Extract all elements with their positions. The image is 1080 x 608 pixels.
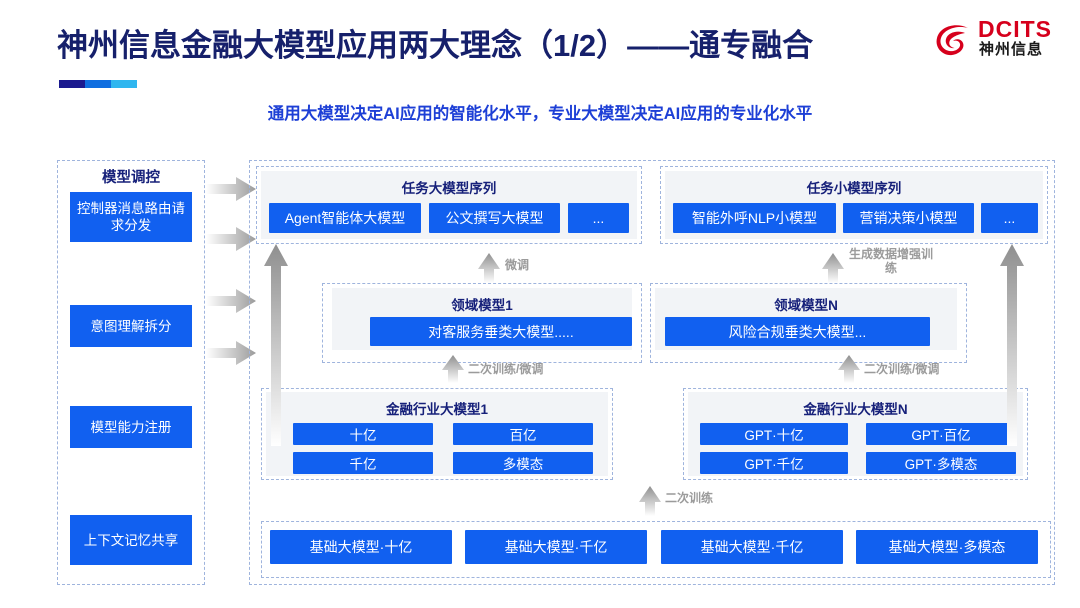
domain-model-n-item-label: 风险合规垂类大模型...: [728, 323, 867, 340]
task-big-model-1[interactable]: Agent智能体大模型: [269, 203, 421, 233]
base-model-1[interactable]: 基础大模型·十亿: [270, 530, 452, 564]
dcits-logo: DCITS 神州信息: [934, 16, 1066, 66]
task-small-model-2-label: 营销决策小模型: [859, 210, 958, 226]
flow-arrow-right-3: [206, 289, 256, 313]
flow-arrow-up-retrain-right: [838, 355, 860, 383]
flow-label-data-aug: 生成数据增强训练: [848, 247, 933, 275]
industry-model-1-frame: [261, 388, 613, 480]
task-small-model-1[interactable]: 智能外呼NLP小模型: [673, 203, 836, 233]
flow-arrow-up-fine-tune: [478, 253, 500, 283]
sidebar-item-controller-dispatch[interactable]: 控制器消息路由请求分发: [70, 192, 192, 242]
industry-model-1-item-3-label: 千亿: [349, 457, 377, 472]
task-big-model-more-label: ...: [592, 210, 605, 226]
industry-model-1-item-3[interactable]: 千亿: [293, 452, 433, 474]
base-model-4-label: 基础大模型·多模态: [888, 539, 1006, 555]
base-model-1-label: 基础大模型·十亿: [309, 539, 413, 555]
task-small-model-1-label: 智能外呼NLP小模型: [691, 210, 818, 226]
industry-model-n-item-4-label: GPT·多模态: [904, 457, 978, 472]
industry-model-1-title: 金融行业大模型1: [385, 402, 488, 417]
domain-model-1-item[interactable]: 对客服务垂类大模型.....: [370, 317, 632, 346]
task-big-model-2[interactable]: 公文撰写大模型: [429, 203, 560, 233]
sidebar-item-label: 上下文记忆共享: [83, 532, 179, 548]
industry-model-1-item-1[interactable]: 十亿: [293, 423, 433, 445]
domain-model-1-frame: [322, 283, 642, 363]
flow-arrow-right-2: [206, 227, 256, 251]
domain-model-n-frame: [650, 283, 967, 363]
task-small-sequence-title: 任务小模型序列: [806, 181, 902, 196]
rule-segment-dark: [59, 80, 85, 88]
industry-model-1-item-4[interactable]: 多模态: [453, 452, 593, 474]
industry-model-n-title: 金融行业大模型N: [803, 402, 908, 417]
sidebar-item-label: 控制器消息路由请求分发: [77, 201, 185, 233]
task-big-sequence-frame: [256, 166, 642, 244]
industry-model-n-item-2-label: GPT·百亿: [911, 428, 971, 443]
flow-arrow-up-left-long: [264, 244, 288, 446]
flow-label-retrain-left: 二次训练/微调: [468, 362, 544, 376]
industry-model-1-item-2-label: 百亿: [509, 428, 537, 443]
industry-model-1-item-2[interactable]: 百亿: [453, 423, 593, 445]
industry-model-n-item-3[interactable]: GPT·千亿: [700, 452, 848, 474]
flow-arrow-up-right-long: [1000, 244, 1024, 446]
sidebar-item-intent-parse[interactable]: 意图理解拆分: [70, 305, 192, 347]
task-big-sequence-title: 任务大模型序列: [401, 181, 497, 196]
rule-segment-mid: [85, 80, 111, 88]
domain-model-1-title: 领域模型1: [451, 298, 513, 313]
flow-label-retrain-right: 二次训练/微调: [864, 362, 940, 376]
logo-wordmark: DCITS: [978, 16, 1052, 42]
base-model-2-label: 基础大模型·千亿: [504, 539, 608, 555]
flow-arrow-up-retrain-left: [442, 355, 464, 383]
sidebar-heading: 模型调控: [102, 170, 160, 186]
flow-arrow-up-data-aug: [822, 253, 844, 283]
sidebar-item-label: 意图理解拆分: [90, 318, 172, 334]
task-small-model-2[interactable]: 营销决策小模型: [843, 203, 974, 233]
industry-model-n-item-3-label: GPT·千亿: [744, 457, 804, 472]
industry-model-1-item-4-label: 多模态: [502, 457, 544, 472]
logo-sub-wordmark: 神州信息: [979, 41, 1044, 58]
base-model-frame: [261, 521, 1051, 578]
task-small-model-more[interactable]: ...: [981, 203, 1038, 233]
industry-model-1-item-1-label: 十亿: [349, 428, 377, 443]
task-big-model-more[interactable]: ...: [568, 203, 629, 233]
domain-model-1-item-label: 对客服务垂类大模型.....: [428, 323, 574, 340]
sidebar-item-label: 模型能力注册: [90, 419, 172, 435]
domain-model-n-item[interactable]: 风险合规垂类大模型...: [665, 317, 930, 346]
industry-model-n-item-1[interactable]: GPT·十亿: [700, 423, 848, 445]
task-small-model-more-label: ...: [1003, 210, 1016, 226]
dcits-swirl-icon: [936, 25, 968, 56]
flow-arrow-right-4: [206, 341, 256, 365]
flow-arrow-right-1: [206, 177, 256, 201]
rule-segment-light: [111, 80, 137, 88]
flow-arrow-up-retrain-base: [639, 486, 661, 516]
industry-model-n-item-1-label: GPT·十亿: [744, 428, 804, 443]
model-stack-frame: [249, 160, 1055, 585]
sidebar-frame: [57, 160, 205, 585]
page-title: 神州信息金融大模型应用两大理念（1/2）——通专融合: [57, 28, 814, 63]
flow-label-retrain-base: 二次训练: [665, 491, 714, 505]
task-small-sequence-frame: [660, 166, 1048, 244]
industry-model-n-frame: [683, 388, 1028, 480]
page-subtitle: 通用大模型决定AI应用的智能化水平，专业大模型决定AI应用的专业化水平: [267, 105, 813, 123]
task-big-model-1-label: Agent智能体大模型: [284, 210, 406, 226]
sidebar-item-context-memory[interactable]: 上下文记忆共享: [70, 515, 192, 565]
base-model-3[interactable]: 基础大模型·千亿: [661, 530, 843, 564]
flow-label-fine-tune: 微调: [505, 258, 530, 272]
title-underline-rule: [59, 80, 137, 88]
industry-model-n-item-2[interactable]: GPT·百亿: [866, 423, 1016, 445]
domain-model-n-title: 领域模型N: [774, 298, 838, 313]
base-model-2[interactable]: 基础大模型·千亿: [465, 530, 647, 564]
industry-model-n-item-4[interactable]: GPT·多模态: [866, 452, 1016, 474]
base-model-4[interactable]: 基础大模型·多模态: [856, 530, 1038, 564]
sidebar-item-capability-register[interactable]: 模型能力注册: [70, 406, 192, 448]
task-big-model-2-label: 公文撰写大模型: [445, 210, 544, 226]
base-model-3-label: 基础大模型·千亿: [700, 539, 804, 555]
